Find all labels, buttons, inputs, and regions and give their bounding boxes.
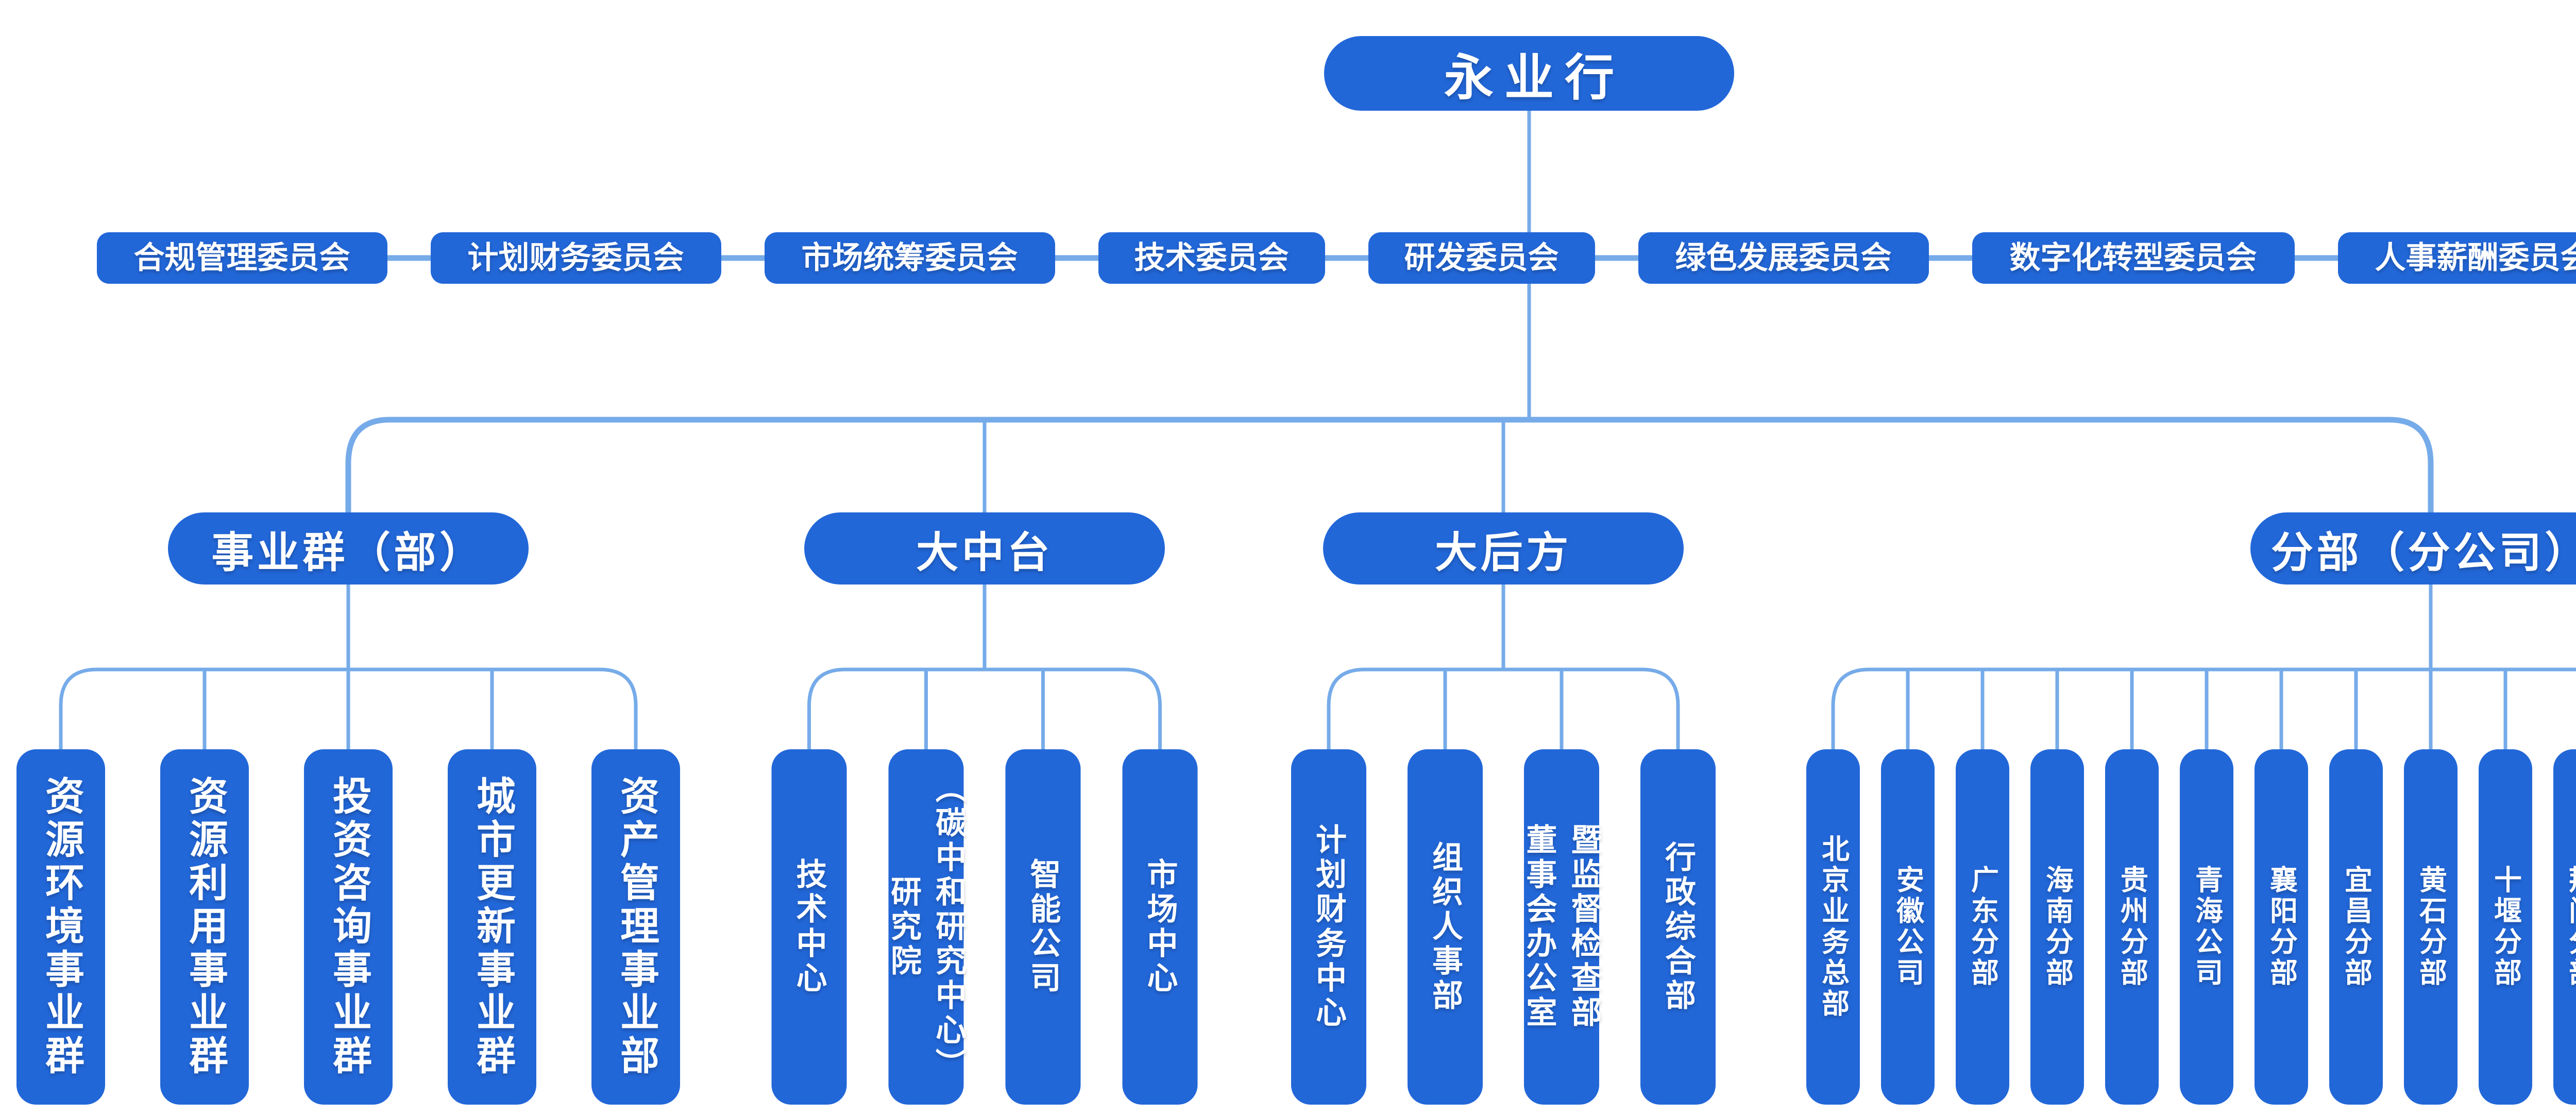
department-node-label: 董事会办公室 暨监督检查部 <box>1522 823 1601 1030</box>
department-node-label: 投资咨询事业群 <box>327 776 370 1078</box>
root-node-label: 永业行 <box>1444 50 1625 106</box>
committee-node[interactable]: 数字化转型委员会 <box>1972 232 2295 284</box>
committee-node-label: 合规管理委员会 <box>133 240 350 275</box>
level2-bus-line <box>345 417 2434 512</box>
department-node-label: 组织人事部 <box>1428 840 1463 1013</box>
branch-node-label: 青海公司 <box>2191 865 2222 989</box>
department-node-label: 资源环境事业群 <box>39 776 83 1078</box>
committee-node-label: 数字化转型委员会 <box>2009 240 2257 275</box>
branch-node[interactable]: 宜昌分部 <box>2329 749 2383 1105</box>
branch-node-label: 贵州分部 <box>2116 865 2147 989</box>
root-node[interactable]: 永业行 <box>1324 36 1734 111</box>
branch-node[interactable]: 安徽公司 <box>1881 749 1935 1105</box>
committee-node[interactable]: 技术委员会 <box>1098 232 1325 284</box>
group-node-label: 分部（分公司） <box>2271 529 2576 576</box>
branch-node[interactable]: 十堰分部 <box>2479 749 2532 1105</box>
branch-node-label: 襄阳分部 <box>2265 865 2297 989</box>
branch-node-label: 北京业务总部 <box>1817 834 1849 1020</box>
branch-node[interactable]: 荆门分部 <box>2553 749 2576 1105</box>
branch-node[interactable]: 黄石分部 <box>2404 749 2458 1105</box>
committee-node-label: 市场统筹委员会 <box>801 240 1018 275</box>
group-node-label: 大后方 <box>1435 529 1572 576</box>
department-node[interactable]: 计划财务中心 <box>1291 749 1366 1105</box>
group-node-label: 事业群（部） <box>211 529 485 576</box>
department-node[interactable]: 投资咨询事业群 <box>304 749 393 1105</box>
department-node-label: 资源利用事业群 <box>183 776 227 1078</box>
children-row-middle-platform: 技术中心 研究院 （碳中和研究中心） 智能公司 市场中心 <box>771 749 1198 1105</box>
department-node[interactable]: 董事会办公室 暨监督检查部 <box>1522 749 1601 1105</box>
committee-node-label: 技术委员会 <box>1134 240 1289 275</box>
branch-node[interactable]: 海南分部 <box>2030 749 2084 1105</box>
committee-node-label: 计划财务委员会 <box>467 240 684 275</box>
branch-node[interactable]: 广东分部 <box>1956 749 2009 1105</box>
department-node[interactable]: 组织人事部 <box>1408 749 1483 1105</box>
department-node-label: 行政综合部 <box>1660 840 1696 1013</box>
group-node-label: 大中台 <box>916 529 1053 576</box>
department-node-label: 技术中心 <box>792 858 826 996</box>
branch-node[interactable]: 襄阳分部 <box>2255 749 2308 1105</box>
group-node-rear-support[interactable]: 大后方 <box>1323 512 1684 585</box>
group-node-business-groups[interactable]: 事业群（部） <box>168 512 529 585</box>
department-node[interactable]: 资源环境事业群 <box>16 749 105 1105</box>
group1-bus-line <box>807 667 1162 749</box>
branch-node-label: 十堰分部 <box>2489 865 2521 989</box>
branch-node-label: 宜昌分部 <box>2340 865 2371 989</box>
group-node-branches[interactable]: 分部（分公司） <box>2250 512 2576 585</box>
committee-row: 合规管理委员会 计划财务委员会 市场统筹委员会 技术委员会 研发委员会 绿色发展… <box>0 232 2576 284</box>
group0-drop-lines <box>202 669 494 749</box>
department-node[interactable]: 智能公司 <box>1005 749 1081 1105</box>
group1-drop-lines <box>924 669 1045 749</box>
department-node[interactable]: 市场中心 <box>1122 749 1198 1105</box>
department-node-label: 研究院 （碳中和研究中心） <box>886 771 966 1082</box>
committee-node-label: 绿色发展委员会 <box>1675 240 1892 275</box>
group3-drop-lines <box>1906 669 2507 749</box>
branch-node-label: 安徽公司 <box>1892 865 1923 989</box>
branch-node-label: 荆门分部 <box>2564 865 2576 989</box>
department-node[interactable]: 研究院 （碳中和研究中心） <box>887 749 966 1105</box>
department-node[interactable]: 行政综合部 <box>1640 749 1716 1105</box>
department-node-label: 资产管理事业部 <box>614 776 658 1078</box>
department-node-label: 智能公司 <box>1026 858 1060 996</box>
department-node-label: 城市更新事业群 <box>470 776 514 1078</box>
committee-node[interactable]: 人事薪酬委员会 <box>2337 232 2576 284</box>
group2-bus-line <box>1327 667 1680 749</box>
department-node-label: 计划财务中心 <box>1311 823 1346 1030</box>
committee-node[interactable]: 研发委员会 <box>1368 232 1595 284</box>
group3-bus-line <box>1831 667 2576 749</box>
branch-node-label: 黄石分部 <box>2415 865 2446 989</box>
committee-node[interactable]: 合规管理委员会 <box>96 232 387 284</box>
department-node[interactable]: 城市更新事业群 <box>448 749 536 1105</box>
branch-node[interactable]: 青海公司 <box>2180 749 2233 1105</box>
committee-node-label: 研发委员会 <box>1404 240 1559 275</box>
branch-node[interactable]: 北京业务总部 <box>1806 749 1860 1105</box>
committee-node-label: 人事薪酬委员会 <box>2375 240 2576 275</box>
branch-node-label: 海南分部 <box>2041 865 2073 989</box>
department-node[interactable]: 技术中心 <box>771 749 847 1105</box>
group2-drop-lines <box>1443 669 1564 749</box>
department-node-label: 市场中心 <box>1143 858 1177 996</box>
group-node-middle-platform[interactable]: 大中台 <box>804 512 1165 585</box>
department-node[interactable]: 资产管理事业部 <box>591 749 680 1105</box>
branch-node-label: 广东分部 <box>1967 865 1998 989</box>
branch-node[interactable]: 贵州分部 <box>2105 749 2159 1105</box>
committee-node[interactable]: 绿色发展委员会 <box>1638 232 1929 284</box>
committee-node[interactable]: 市场统筹委员会 <box>764 232 1055 284</box>
department-node[interactable]: 资源利用事业群 <box>160 749 249 1105</box>
children-row-rear-support: 计划财务中心 组织人事部 董事会办公室 暨监督检查部 行政综合部 <box>1291 749 1716 1105</box>
children-row-business-groups: 资源环境事业群 资源利用事业群 投资咨询事业群 城市更新事业群 资产管理事业部 <box>16 749 680 1105</box>
committee-node[interactable]: 计划财务委员会 <box>430 232 721 284</box>
children-row-branches: 北京业务总部 安徽公司 广东分部 海南分部 贵州分部 青海公司 襄阳分部 <box>1806 749 2576 1105</box>
